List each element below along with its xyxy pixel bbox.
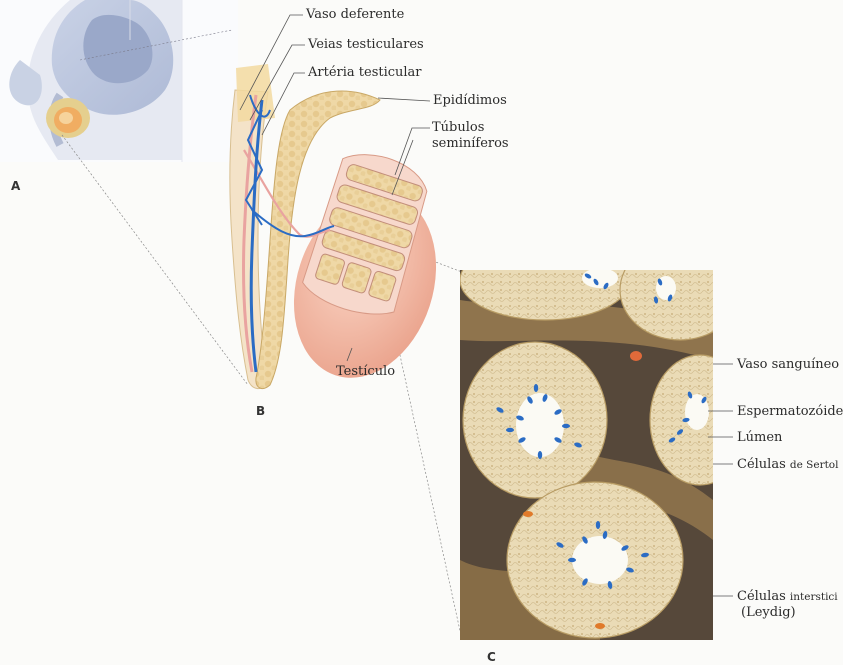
label-tubulos-seminiferos-line1: Túbulos xyxy=(432,120,484,135)
label-celulas-intersticiais: Células interstici xyxy=(737,589,838,605)
label-vaso-sanguineo: Vaso sanguíneo xyxy=(737,357,839,372)
panel-b-testis-illustration xyxy=(230,64,459,396)
panel-c-micrograph xyxy=(460,240,750,640)
label-lumen: Lúmen xyxy=(737,430,782,445)
panel-letter-a: A xyxy=(11,179,20,193)
label-espermatozoide: Espermatozóide xyxy=(737,404,843,419)
panel-letter-b: B xyxy=(256,404,265,418)
label-vaso-deferente: Vaso deferente xyxy=(306,7,404,22)
label-veias-testiculares: Veias testiculares xyxy=(308,37,424,52)
label-tubulos-seminiferos-line2: seminíferos xyxy=(432,136,509,151)
label-leydig: (Leydig) xyxy=(741,605,796,620)
panel-letter-c: C xyxy=(487,650,496,664)
panel-a-pelvis-illustration xyxy=(0,0,238,162)
label-epididimos: Epidídimos xyxy=(433,93,507,108)
label-testiculo: Testículo xyxy=(336,364,395,379)
label-celulas-sertoli: Células de Sertol xyxy=(737,457,839,473)
label-arteria-testicular: Artéria testicular xyxy=(308,65,422,80)
